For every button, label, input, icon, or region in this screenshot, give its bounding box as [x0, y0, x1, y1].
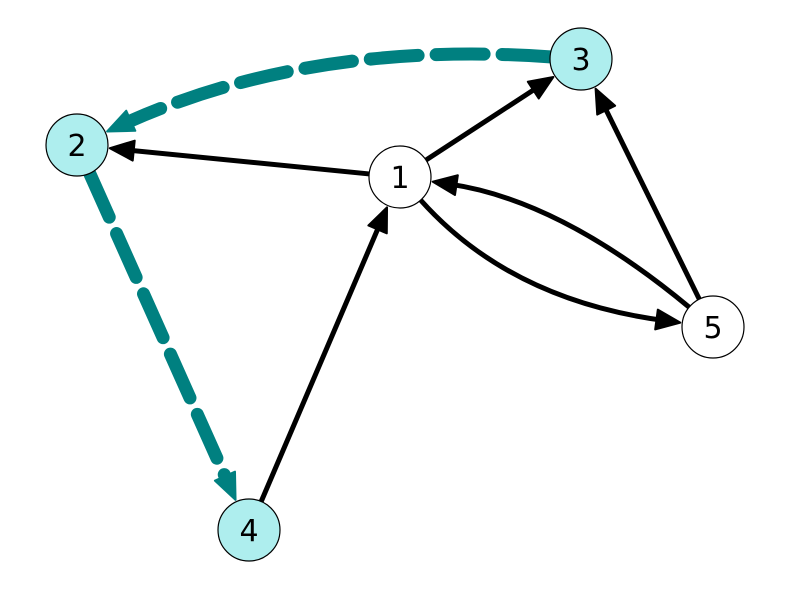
- arrowhead-1-to-5: [654, 308, 682, 331]
- node-5: 5: [681, 295, 745, 359]
- node-1-circle: [368, 145, 432, 209]
- node-5-label: 5: [703, 311, 722, 346]
- node-2-label: 2: [67, 129, 86, 164]
- node-1: 1: [368, 145, 432, 209]
- arrowhead-4-to-1: [367, 206, 389, 235]
- edge-5-to-3: [600, 102, 702, 301]
- edge-4-to-1: [258, 221, 383, 503]
- edge-1-to-3: [424, 84, 541, 163]
- arrowhead-5-to-3: [594, 87, 617, 116]
- node-2-circle: [45, 113, 109, 177]
- edge-2-to-4: [83, 166, 235, 490]
- arrowhead-1-to-3: [526, 76, 555, 100]
- edge-5-to-1: [448, 181, 691, 310]
- arrowhead-3-to-2: [106, 109, 137, 133]
- arrowhead-5-to-1: [431, 174, 459, 197]
- edge-1-to-5: [418, 198, 664, 323]
- edge-1-to-2: [126, 147, 370, 177]
- arrowhead-2-to-4: [213, 470, 237, 501]
- node-3: 3: [549, 27, 613, 91]
- edges-layer: [83, 47, 702, 503]
- arrowheads-layer: [106, 76, 682, 501]
- node-3-label: 3: [571, 43, 590, 78]
- node-5-circle: [681, 295, 745, 359]
- node-3-circle: [549, 27, 613, 91]
- node-2: 2: [45, 113, 109, 177]
- arrowhead-1-to-2: [108, 139, 136, 162]
- node-1-label: 1: [390, 161, 409, 196]
- edge-3-to-2: [117, 47, 557, 131]
- node-4-label: 4: [239, 514, 258, 549]
- node-4: 4: [217, 498, 281, 562]
- nodes-layer: 1 2 3 4 5: [45, 27, 745, 562]
- node-4-circle: [217, 498, 281, 562]
